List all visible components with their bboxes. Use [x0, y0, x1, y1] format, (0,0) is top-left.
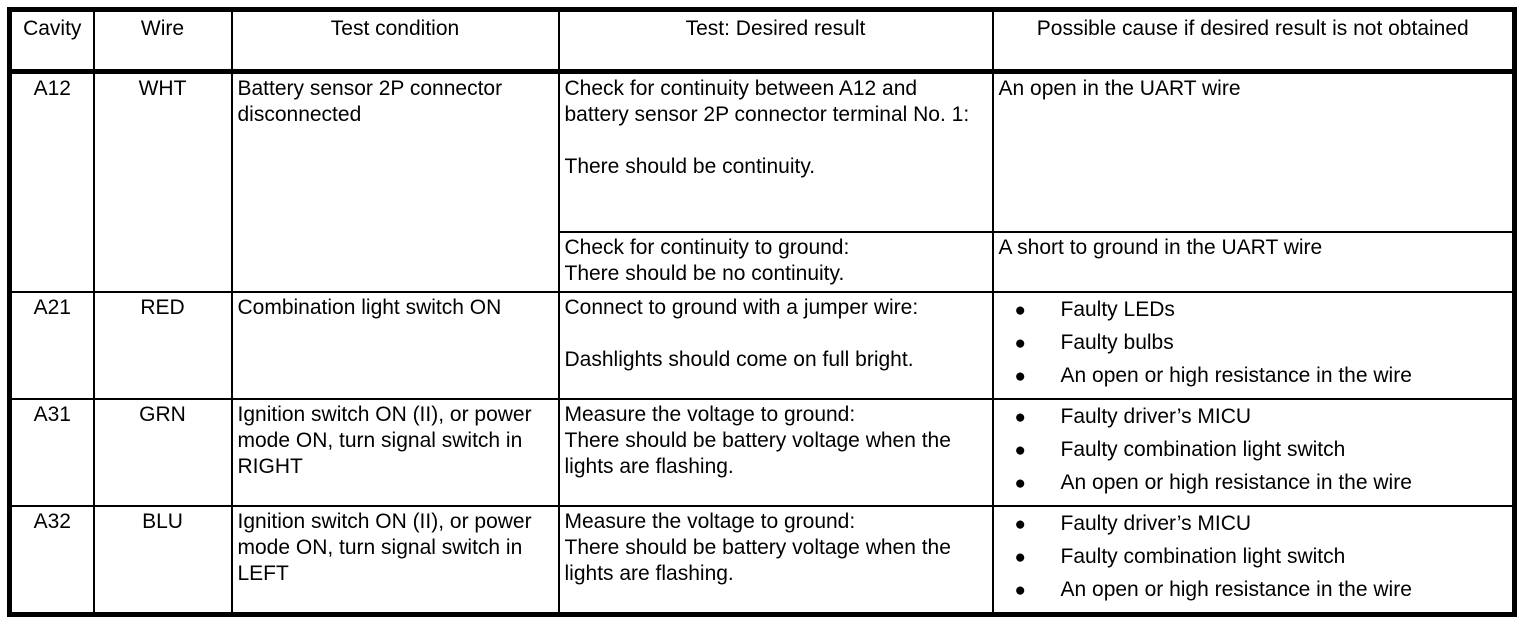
cause-list-item: ● Faulty bulbs [1015, 330, 1508, 363]
test-instruction: Measure the voltage to ground: [564, 509, 856, 533]
cell-wire-a12: WHT [92, 70, 233, 293]
cause-list-item: ● An open or high resistance in the wire [1015, 470, 1508, 503]
table-header-row: Cavity Wire Test condition Test: Desired… [8, 8, 1516, 74]
cell-cavity-a32: A32 [8, 504, 95, 615]
test-expected-result: There should be battery voltage when the… [564, 535, 951, 585]
column-header-cavity: Cavity [8, 8, 95, 74]
cell-wire-a31: GRN [92, 397, 233, 507]
bullet-icon: ● [1014, 332, 1026, 354]
cell-condition-a12: Battery sensor 2P connector disconnected [230, 70, 560, 293]
cause-text: Faulty driver’s MICU [1060, 511, 1252, 535]
bullet-icon: ● [1014, 299, 1026, 321]
cause-text: An open or high resistance in the wire [1060, 577, 1412, 601]
cell-test-a31: Measure the voltage to ground: There sho… [557, 397, 994, 507]
cell-cause-a12-2: A short to ground in the UART wire [991, 230, 1516, 293]
cell-cause-a31: ● Faulty driver’s MICU ● Faulty combinatio… [991, 397, 1516, 507]
cause-list-item: ● An open or high resistance in the wire [1015, 363, 1508, 396]
test-instruction: Connect to ground with a jumper wire: [564, 295, 919, 319]
bullet-icon: ● [1014, 365, 1026, 387]
cause-list-item: ● Faulty driver’s MICU [1015, 404, 1508, 437]
test-instruction: Check for continuity to ground: [564, 235, 850, 259]
cause-text: An open or high resistance in the wire [1060, 363, 1412, 387]
cell-test-a12-1: Check for continuity between A12 and bat… [557, 70, 994, 233]
cell-test-a21: Connect to ground with a jumper wire: Da… [557, 290, 994, 400]
table-row-a12-test1: A12 WHT Battery sensor 2P connector disc… [8, 70, 1516, 293]
cell-wire-a21: RED [92, 290, 233, 400]
column-header-test-condition: Test condition [230, 8, 560, 74]
cause-text: Faulty combination light switch [1060, 437, 1346, 461]
cause-text: Faulty LEDs [1060, 297, 1175, 321]
cause-text: Faulty combination light switch [1060, 544, 1346, 568]
cause-list-item: ● An open or high resistance in the wire [1015, 577, 1508, 610]
test-expected-result: There should be no continuity. [564, 261, 845, 285]
test-instruction: Measure the voltage to ground: [564, 402, 856, 426]
cell-cavity-a21: A21 [8, 290, 95, 400]
table-row-a12-test2: Check for continuity to ground: There sh… [10, 230, 1516, 293]
cause-list-item: ● Faulty combination light switch [1015, 544, 1508, 577]
cell-condition-a21: Combination light switch ON [230, 290, 560, 400]
cell-wire-a32: BLU [92, 504, 233, 615]
cause-list-item: ● Faulty driver’s MICU [1015, 511, 1508, 544]
cause-list-item: ● Faulty combination light switch [1015, 437, 1508, 470]
column-header-wire: Wire [92, 8, 233, 74]
cell-cavity-a12: A12 [8, 70, 95, 293]
cell-cause-a21: ● Faulty LEDs ● Faulty bulbs ● An open or h… [991, 290, 1516, 400]
table-row-a21: A21 RED Combination light switch ON Conn… [8, 290, 1516, 400]
test-instruction: Check for continuity between A12 and bat… [564, 77, 970, 126]
cause-list: ● Faulty driver’s MICU ● Faulty combinatio… [999, 511, 1508, 610]
cell-cause-a32: ● Faulty driver’s MICU ● Faulty combinatio… [991, 504, 1516, 615]
cell-test-a12-2: Check for continuity to ground: There sh… [557, 230, 994, 293]
cause-list-item: ● Faulty LEDs [1015, 297, 1508, 330]
cause-text: Faulty driver’s MICU [1060, 404, 1252, 428]
cause-list: ● Faulty driver’s MICU ● Faulty combinatio… [999, 404, 1508, 503]
bullet-icon: ● [1014, 406, 1026, 428]
cause-list: ● Faulty LEDs ● Faulty bulbs ● An open or h… [999, 297, 1508, 396]
bullet-icon: ● [1014, 579, 1026, 601]
column-header-desired-result: Test: Desired result [557, 8, 994, 74]
table-row-a31: A31 GRN Ignition switch ON (II), or powe… [8, 397, 1516, 507]
test-expected-result: Dashlights should come on full bright. [564, 347, 914, 371]
connector-test-table: Cavity Wire Test condition Test: Desired… [7, 7, 1517, 617]
bullet-icon: ● [1014, 513, 1026, 535]
bullet-icon: ● [1014, 472, 1026, 494]
column-header-possible-cause: Possible cause if desired result is not … [991, 8, 1516, 74]
cell-condition-a31: Ignition switch ON (II), or power mode O… [230, 397, 560, 507]
bullet-icon: ● [1014, 546, 1026, 568]
cell-test-a32: Measure the voltage to ground: There sho… [557, 504, 994, 615]
cause-text: Faulty bulbs [1060, 330, 1174, 354]
table-row-a32: A32 BLU Ignition switch ON (II), or powe… [8, 504, 1516, 615]
test-expected-result: There should be battery voltage when the… [564, 428, 951, 478]
bullet-icon: ● [1014, 439, 1026, 461]
cause-text: An open or high resistance in the wire [1060, 470, 1412, 494]
cell-cause-a12-1: An open in the UART wire [991, 70, 1516, 233]
test-expected-result: There should be continuity. [564, 155, 816, 178]
cell-condition-a32: Ignition switch ON (II), or power mode O… [230, 504, 560, 615]
cell-cavity-a31: A31 [8, 397, 95, 507]
